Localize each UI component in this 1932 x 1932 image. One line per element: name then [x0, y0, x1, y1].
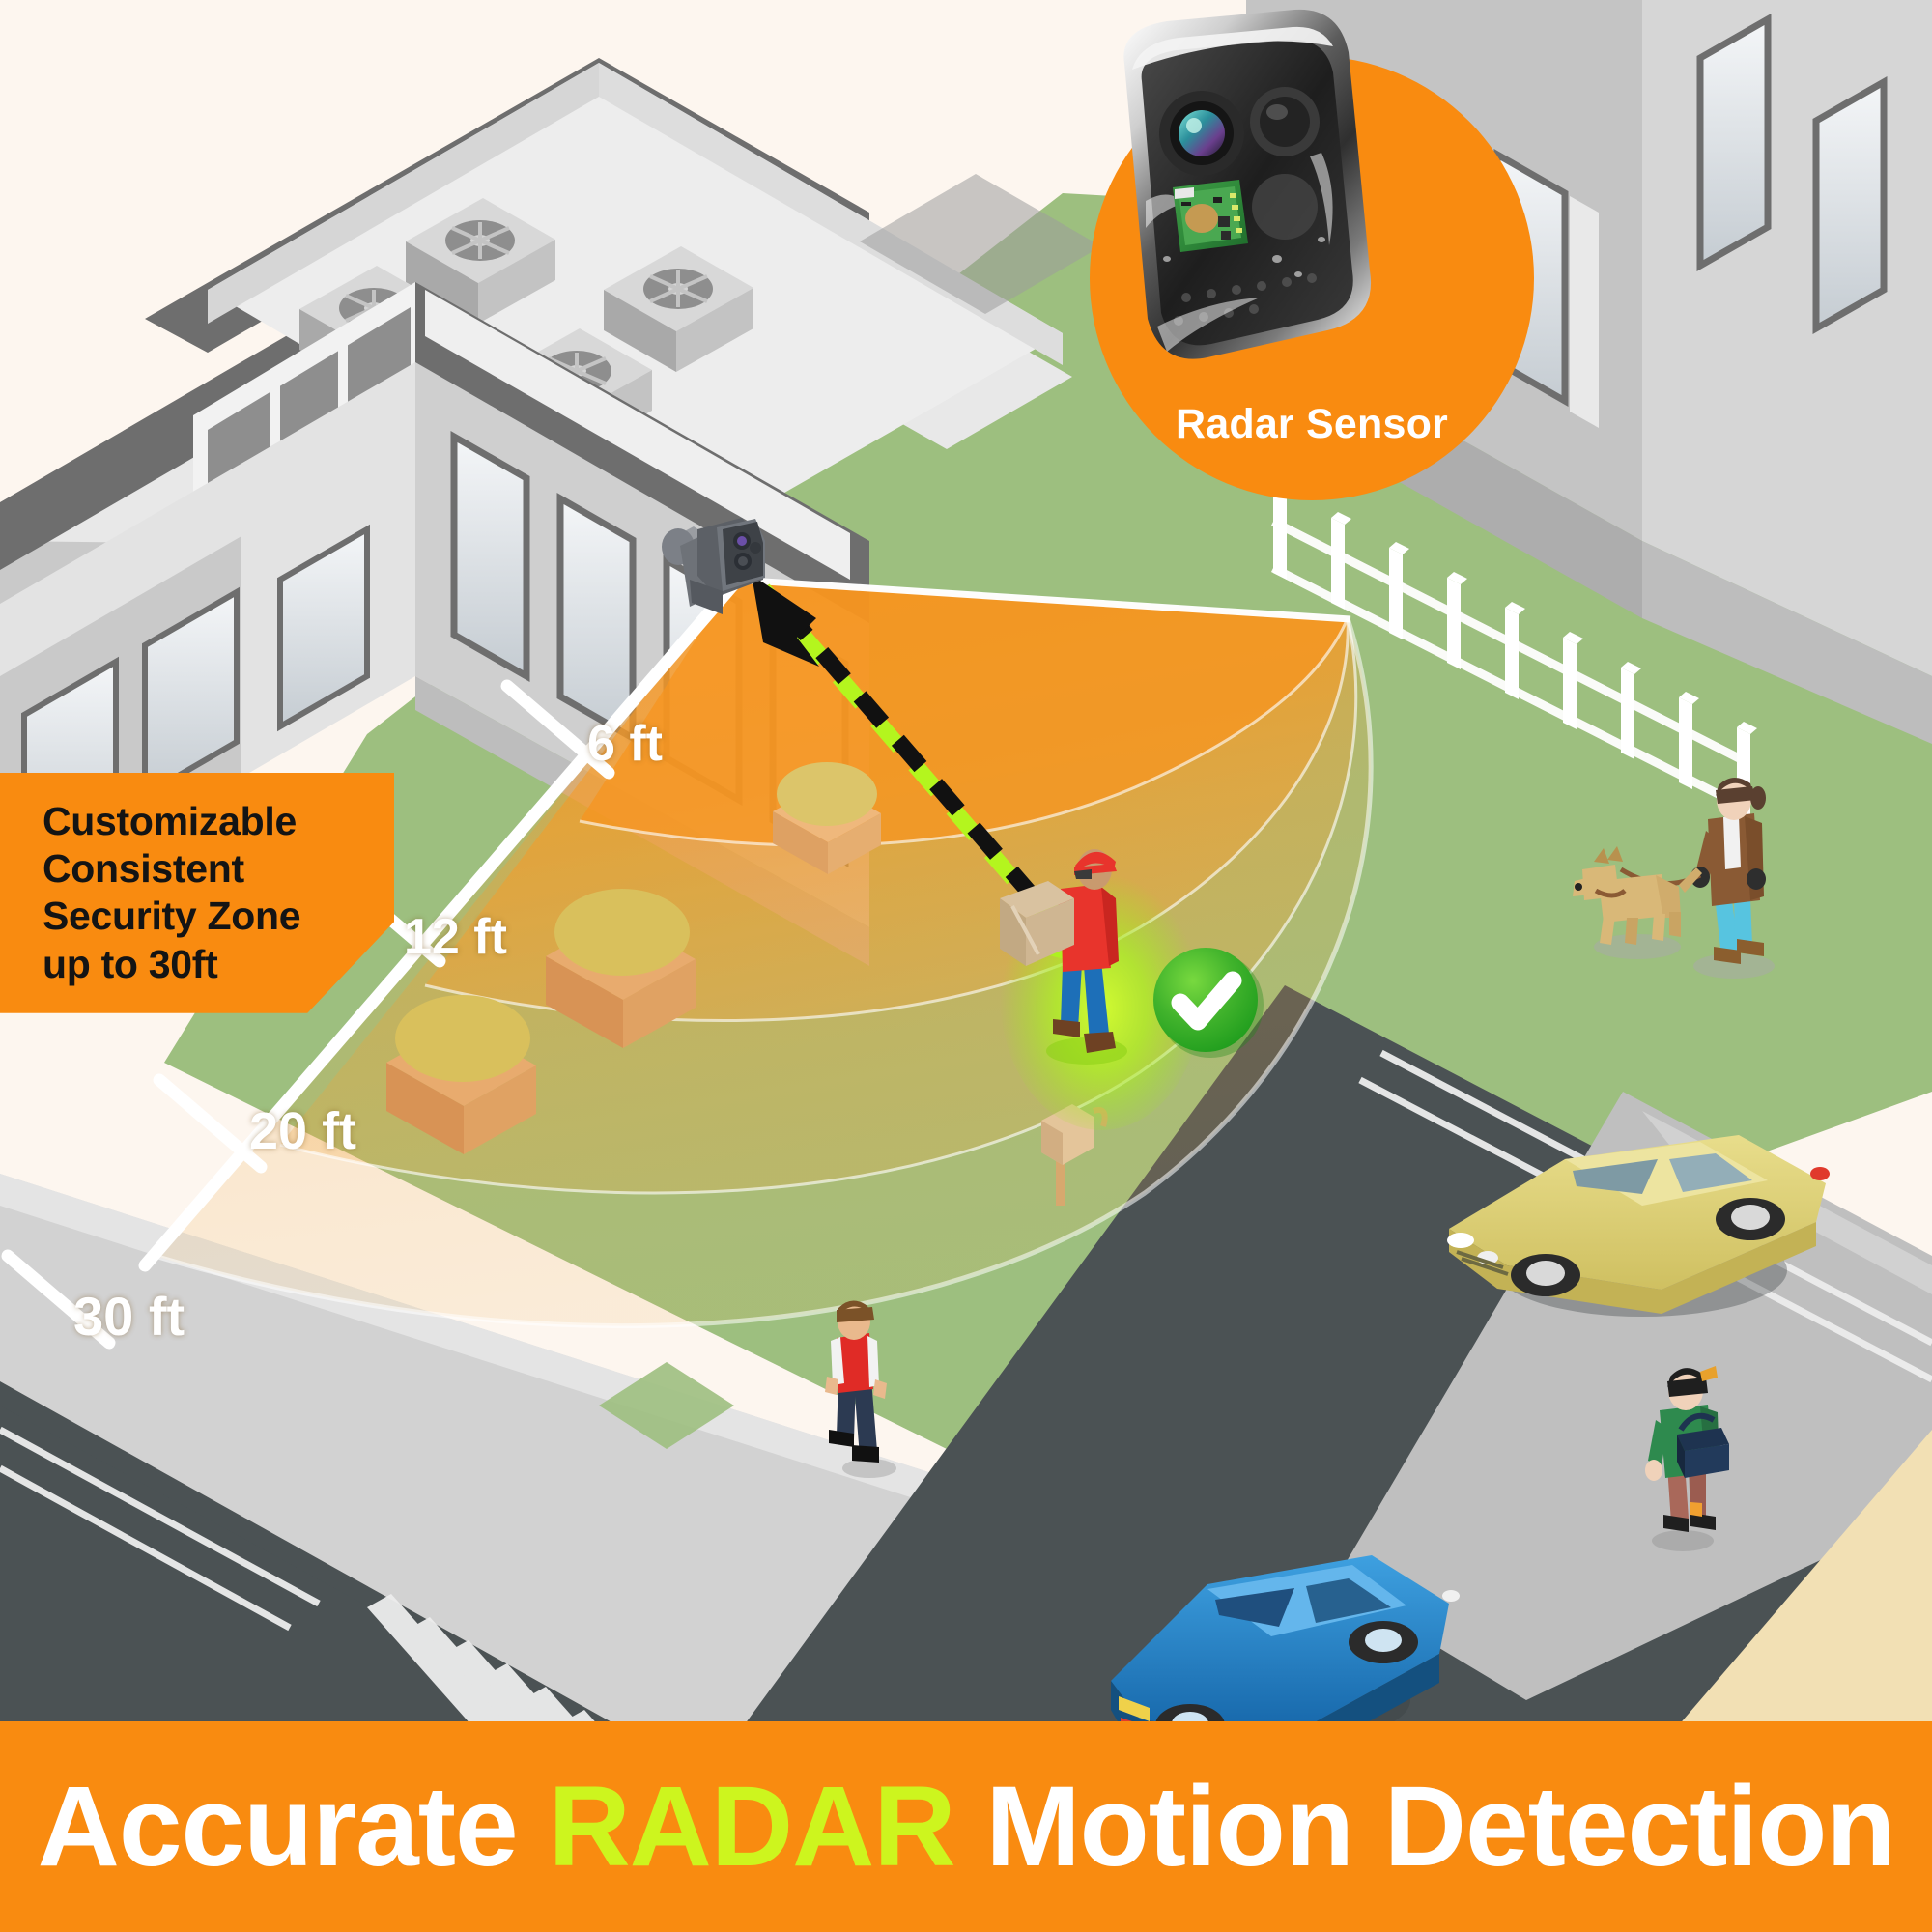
zone-label-line-3: Security Zone — [43, 894, 301, 939]
camera-cutaway-illustration — [1123, 9, 1372, 359]
radar-sensor-callout: Radar Sensor — [1090, 9, 1534, 500]
distance-marker-30ft: 30 ft — [73, 1286, 185, 1347]
banner-headline: Accurate RADAR Motion Detection — [0, 1761, 1932, 1892]
radar-pcb-module — [1173, 180, 1248, 252]
zone-label-line-1: Customizable — [43, 799, 297, 843]
banner-text-before: Accurate — [37, 1763, 549, 1890]
radar-sensor-caption: Radar Sensor — [1175, 401, 1448, 447]
pedestrian-green-shirt — [1645, 1366, 1729, 1551]
banner-text-after: Motion Detection — [954, 1763, 1895, 1890]
banner-highlight-radar: RADAR — [548, 1763, 955, 1890]
security-zone-label: Customizable Consistent Security Zone up… — [0, 773, 394, 1013]
distance-marker-12ft: 12 ft — [404, 909, 507, 965]
picket-fence — [1270, 482, 1757, 819]
distance-marker-6ft: 6 ft — [587, 716, 663, 772]
pedestrian-red-vest — [825, 1300, 896, 1478]
ground-cream — [1642, 1430, 1932, 1768]
wall-security-camera — [662, 518, 765, 614]
planters — [386, 762, 881, 1154]
status-badge-check — [1153, 948, 1264, 1058]
dog-walker — [1573, 777, 1775, 979]
zone-label-line-2: Consistent — [43, 846, 244, 892]
return-signal-arrow — [752, 575, 1079, 948]
lawn-wedge — [599, 1362, 734, 1449]
yellow-sedan — [1447, 1135, 1830, 1317]
detected-delivery-person — [1000, 849, 1203, 1130]
distance-marker-20ft: 20 ft — [249, 1102, 357, 1160]
bottom-banner: Accurate RADAR Motion Detection — [0, 1721, 1932, 1932]
zone-label-line-4: up to 30ft — [43, 941, 218, 986]
